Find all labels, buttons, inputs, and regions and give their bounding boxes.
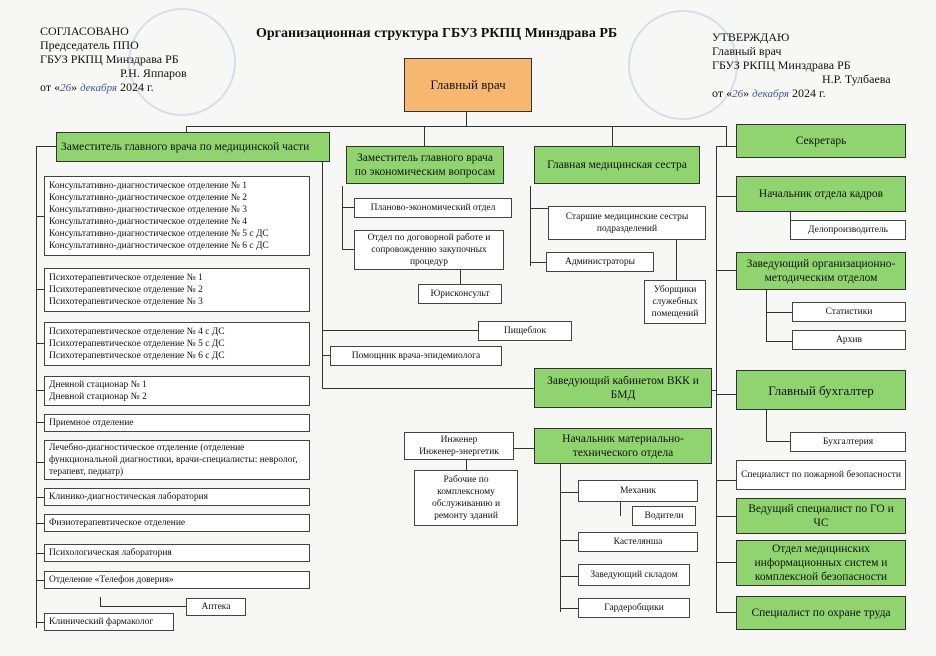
head-nurse-box: Главная медицинская сестра bbox=[534, 146, 700, 184]
vkk-head-box: Заведующий кабинетом ВКК и БМД bbox=[534, 368, 712, 408]
clinical-lab-box: Клинико-диагностическая лаборатория bbox=[44, 488, 310, 506]
approval-right-line4: Н.Р. Тулбаева bbox=[822, 72, 891, 86]
approval-left-line3: ГБУЗ РКПЦ Минздрава РБ bbox=[40, 52, 179, 66]
list-item: Психотерапевтическое отделение № 2 bbox=[49, 285, 203, 295]
physiotherapy-box: Физиотерапевтическое отделение bbox=[44, 514, 310, 532]
list-item: Консультативно-диагностическое отделение… bbox=[49, 181, 247, 191]
treatment-diagnostic-box: Лечебно-диагностическое отделение (отдел… bbox=[44, 440, 310, 480]
approval-left-line1: СОГЛАСОВАНО bbox=[40, 24, 129, 38]
list-item: Консультативно-диагностическое отделение… bbox=[49, 217, 247, 227]
page-title: Организационная структура ГБУЗ РКПЦ Минз… bbox=[256, 26, 618, 41]
maintenance-workers-box: Рабочие по комплексному обслуживанию и р… bbox=[414, 470, 518, 526]
deputy-economic-box: Заместитель главного врача по экономичес… bbox=[346, 146, 504, 184]
stamp-right-seal bbox=[628, 10, 738, 120]
psych-lab-box: Психологическая лаборатория bbox=[44, 544, 310, 562]
fire-safety-box: Специалист по пожарной безопасности bbox=[736, 460, 906, 490]
secretary-box: Секретарь bbox=[736, 124, 906, 158]
list-item: Психотерапевтическое отделение № 1 bbox=[49, 273, 203, 283]
approval-left-date: от «26» декабря 2024 г. bbox=[40, 80, 154, 94]
records-clerk-box: Делопроизводитель bbox=[790, 220, 906, 240]
psychotherapy-group-b-box: Психотерапевтическое отделение № 4 с ДС … bbox=[44, 322, 310, 366]
drivers-box: Водители bbox=[632, 506, 696, 526]
approval-right-date: от «26» декабря 2024 г. bbox=[712, 86, 826, 100]
list-item: Психотерапевтическое отделение № 4 с ДС bbox=[49, 327, 225, 337]
psychotherapy-group-a-box: Психотерапевтическое отделение № 1 Психо… bbox=[44, 268, 310, 312]
epidemiologist-assistant-box: Помощник врача-эпидемиолога bbox=[330, 346, 502, 366]
day-hospital-box: Дневной стационар № 1 Дневной стационар … bbox=[44, 376, 310, 406]
list-item: Психотерапевтическое отделение № 6 с ДС bbox=[49, 351, 225, 361]
list-item: Консультативно-диагностическое отделение… bbox=[49, 241, 269, 251]
approval-right-line3: ГБУЗ РКПЦ Минздрава РБ bbox=[712, 58, 851, 72]
deputy-medical-box: Заместитель главного врача по медицинско… bbox=[56, 132, 330, 162]
linen-keeper-box: Кастелянша bbox=[578, 532, 698, 552]
labor-safety-box: Специалист по охране труда bbox=[736, 596, 906, 630]
pharmacy-box: Аптека bbox=[186, 598, 246, 616]
stamp-left-seal bbox=[128, 8, 236, 116]
chief-doctor-box: Главный врач bbox=[404, 58, 532, 112]
pharmacologist-box: Клинический фармаколог bbox=[44, 613, 174, 631]
cloakroom-box: Гардеробщики bbox=[578, 598, 690, 618]
lawyer-box: Юрисконсульт bbox=[418, 284, 502, 304]
list-item: Консультативно-диагностическое отделение… bbox=[49, 229, 269, 239]
list-item: Консультативно-диагностическое отделение… bbox=[49, 193, 247, 203]
list-item: Консультативно-диагностическое отделение… bbox=[49, 205, 247, 215]
warehouse-head-box: Заведующий складом bbox=[578, 564, 690, 586]
list-item: Психотерапевтическое отделение № 3 bbox=[49, 297, 203, 307]
administrators-box: Администраторы bbox=[546, 252, 654, 272]
approval-left-line4: Р.Н. Яппаров bbox=[120, 66, 187, 80]
civil-defense-box: Ведущий специалист по ГО и ЧС bbox=[736, 498, 906, 534]
list-item: Дневной стационар № 2 bbox=[49, 392, 147, 402]
mechanic-box: Механик bbox=[578, 480, 698, 502]
approval-left: СОГЛАСОВАНО Председатель ППО ГБУЗ РКПЦ М… bbox=[40, 24, 240, 95]
chief-accountant-box: Главный бухгалтер bbox=[736, 370, 906, 410]
approval-right-line1: УТВЕРЖДАЮ bbox=[712, 30, 790, 44]
hr-head-box: Начальник отдела кадров bbox=[736, 176, 906, 212]
engineer-box: Инженер Инженер-энергетик bbox=[404, 432, 514, 460]
methodology-head-box: Заведующий организационно-методическим о… bbox=[736, 252, 906, 290]
logistics-head-box: Начальник материально-технического отдел… bbox=[534, 428, 712, 464]
engineer-label: Инженер Инженер-энергетик bbox=[419, 435, 499, 457]
contracts-dept-box: Отдел по договорной работе и сопровожден… bbox=[354, 230, 504, 270]
infosys-box: Отдел медицинских информационных систем … bbox=[736, 540, 906, 586]
list-item: Дневной стационар № 1 bbox=[49, 380, 147, 390]
senior-nurses-box: Старшие медицинские сестры подразделений bbox=[548, 206, 706, 240]
cleaners-box: Уборщики служебных помещений bbox=[644, 280, 706, 324]
planning-dept-box: Планово-экономический отдел bbox=[354, 198, 512, 218]
hotline-box: Отделение «Телефон доверия» bbox=[44, 571, 310, 589]
consultative-departments-box: Консультативно-диагностическое отделение… bbox=[44, 176, 310, 256]
reception-box: Приемное отделение bbox=[44, 414, 310, 432]
statisticians-box: Статистики bbox=[792, 302, 906, 322]
archive-box: Архив bbox=[792, 330, 906, 350]
food-service-box: Пищеблок bbox=[478, 321, 572, 341]
approval-right-line2: Главный врач bbox=[712, 44, 782, 58]
accounting-box: Бухгалтерия bbox=[790, 432, 906, 452]
approval-right: УТВЕРЖДАЮ Главный врач ГБУЗ РКПЦ Минздра… bbox=[712, 30, 922, 101]
approval-left-line2: Председатель ППО bbox=[40, 38, 139, 52]
list-item: Психотерапевтическое отделение № 5 с ДС bbox=[49, 339, 225, 349]
